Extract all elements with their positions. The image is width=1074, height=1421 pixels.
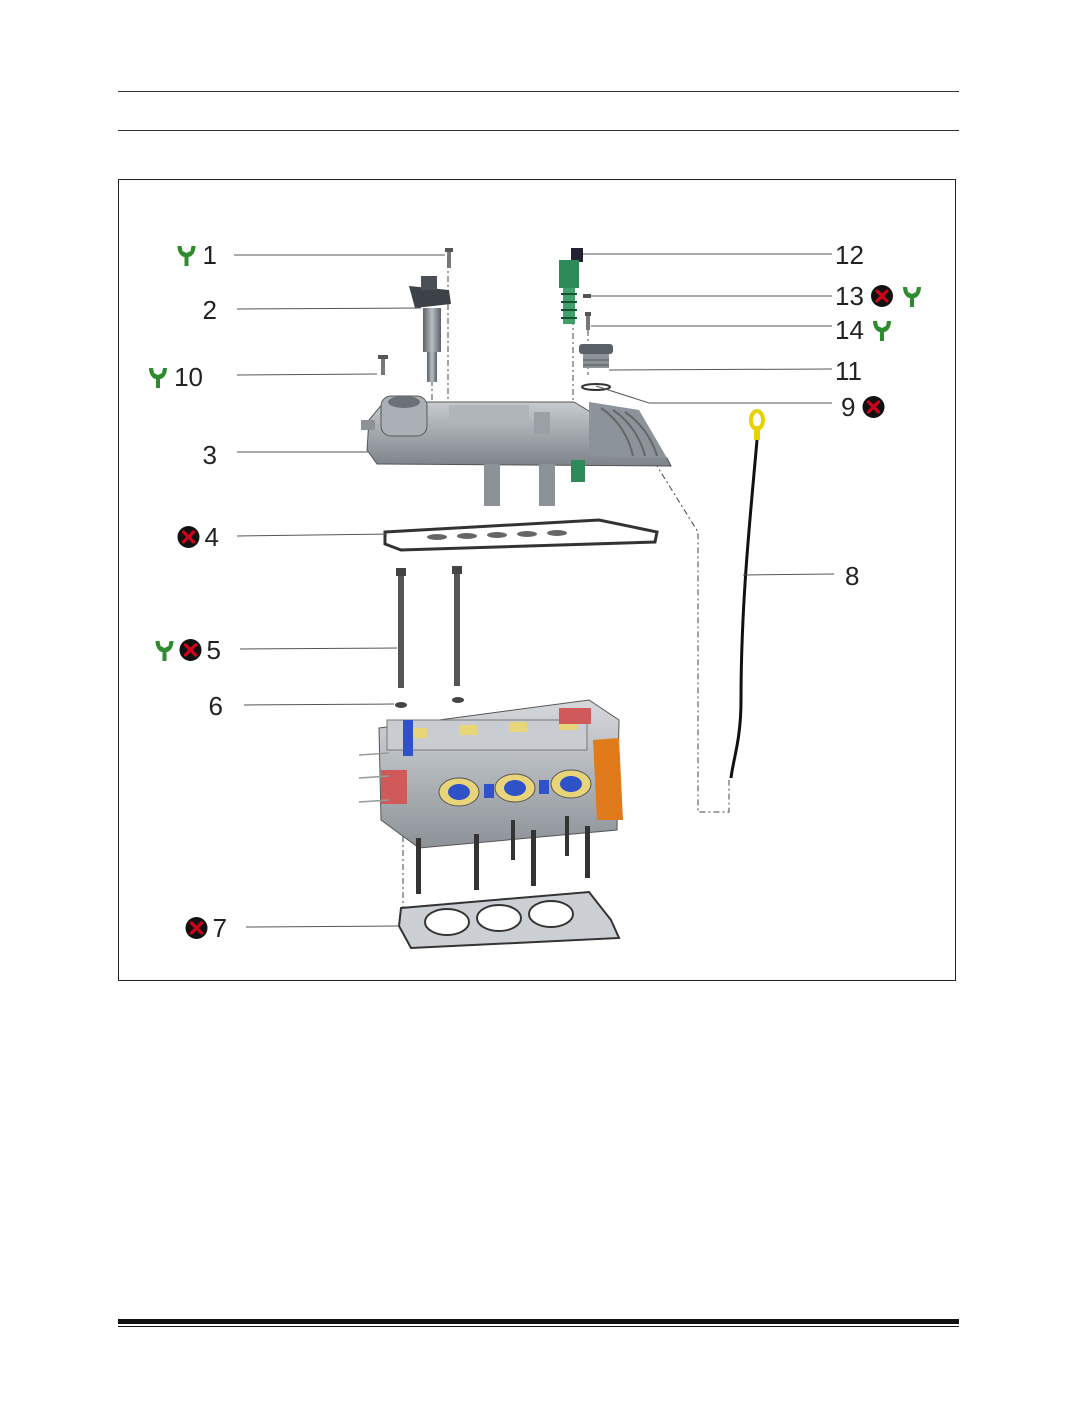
callout-number: 1 xyxy=(203,240,217,270)
callout-4: 4 xyxy=(177,522,219,552)
callout-number: 7 xyxy=(213,913,227,943)
no-reuse-x-icon xyxy=(179,639,202,661)
callout-12: 12 xyxy=(835,240,864,270)
callout-1: 1 xyxy=(177,240,217,270)
part-14-bolt xyxy=(585,312,591,330)
header-rule-bottom xyxy=(118,130,959,131)
part-10-bolt xyxy=(378,355,388,375)
callout-6: 6 xyxy=(209,691,223,721)
callout-9: 9 xyxy=(841,392,885,422)
callout-2: 2 xyxy=(203,295,217,325)
callout-number: 9 xyxy=(841,392,855,422)
part-8-oil-dipstick xyxy=(729,409,765,779)
callout-number: 8 xyxy=(845,561,859,591)
no-reuse-x-icon xyxy=(862,396,885,418)
footer-rule-thick xyxy=(118,1319,959,1324)
callout-5: 5 xyxy=(155,635,221,665)
part-5-cylinder-head-bolts xyxy=(396,566,462,688)
callout-number: 5 xyxy=(207,635,221,665)
footer-rule-thin xyxy=(118,1326,959,1327)
part-7-cylinder-head-gasket xyxy=(397,890,621,950)
part-13-seal xyxy=(583,294,591,298)
callout-7: 7 xyxy=(185,913,227,943)
cylinder-head-assembly xyxy=(358,699,623,894)
wrench-icon xyxy=(873,321,891,341)
callout-number: 3 xyxy=(203,440,217,470)
callout-8: 8 xyxy=(845,561,859,591)
callout-14: 14 xyxy=(835,315,891,345)
wrench-icon xyxy=(155,641,174,661)
callout-number: 11 xyxy=(835,356,862,386)
callout-number: 14 xyxy=(835,315,864,345)
part-12-oil-control-solenoid xyxy=(559,248,583,324)
callout-13: 13 xyxy=(835,281,921,311)
part-11-oil-filler-cap xyxy=(579,344,613,368)
part-2-ignition-coil xyxy=(409,276,451,382)
callout-number: 2 xyxy=(203,295,217,325)
wrench-icon xyxy=(149,368,167,388)
callout-number: 4 xyxy=(205,522,219,552)
callout-3: 3 xyxy=(203,440,217,470)
callout-number: 6 xyxy=(209,691,223,721)
part-4-cover-gasket xyxy=(383,518,659,552)
wrench-icon xyxy=(903,287,921,307)
no-reuse-x-icon xyxy=(177,526,200,548)
callout-11: 11 xyxy=(835,356,862,386)
leader-lines xyxy=(234,253,835,928)
callout-number: 10 xyxy=(174,362,203,392)
no-reuse-x-icon xyxy=(185,917,208,939)
part-1-bolt xyxy=(445,248,453,268)
no-reuse-x-icon xyxy=(871,285,893,307)
part-6-washers xyxy=(395,697,464,708)
callout-10: 10 xyxy=(149,362,203,392)
callout-number: 12 xyxy=(835,240,864,270)
callout-number: 13 xyxy=(835,281,864,311)
part-9-o-ring xyxy=(581,383,611,391)
header-rule-top xyxy=(118,91,959,92)
part-3-cylinder-head-cover xyxy=(361,395,672,506)
wrench-icon xyxy=(177,246,196,266)
